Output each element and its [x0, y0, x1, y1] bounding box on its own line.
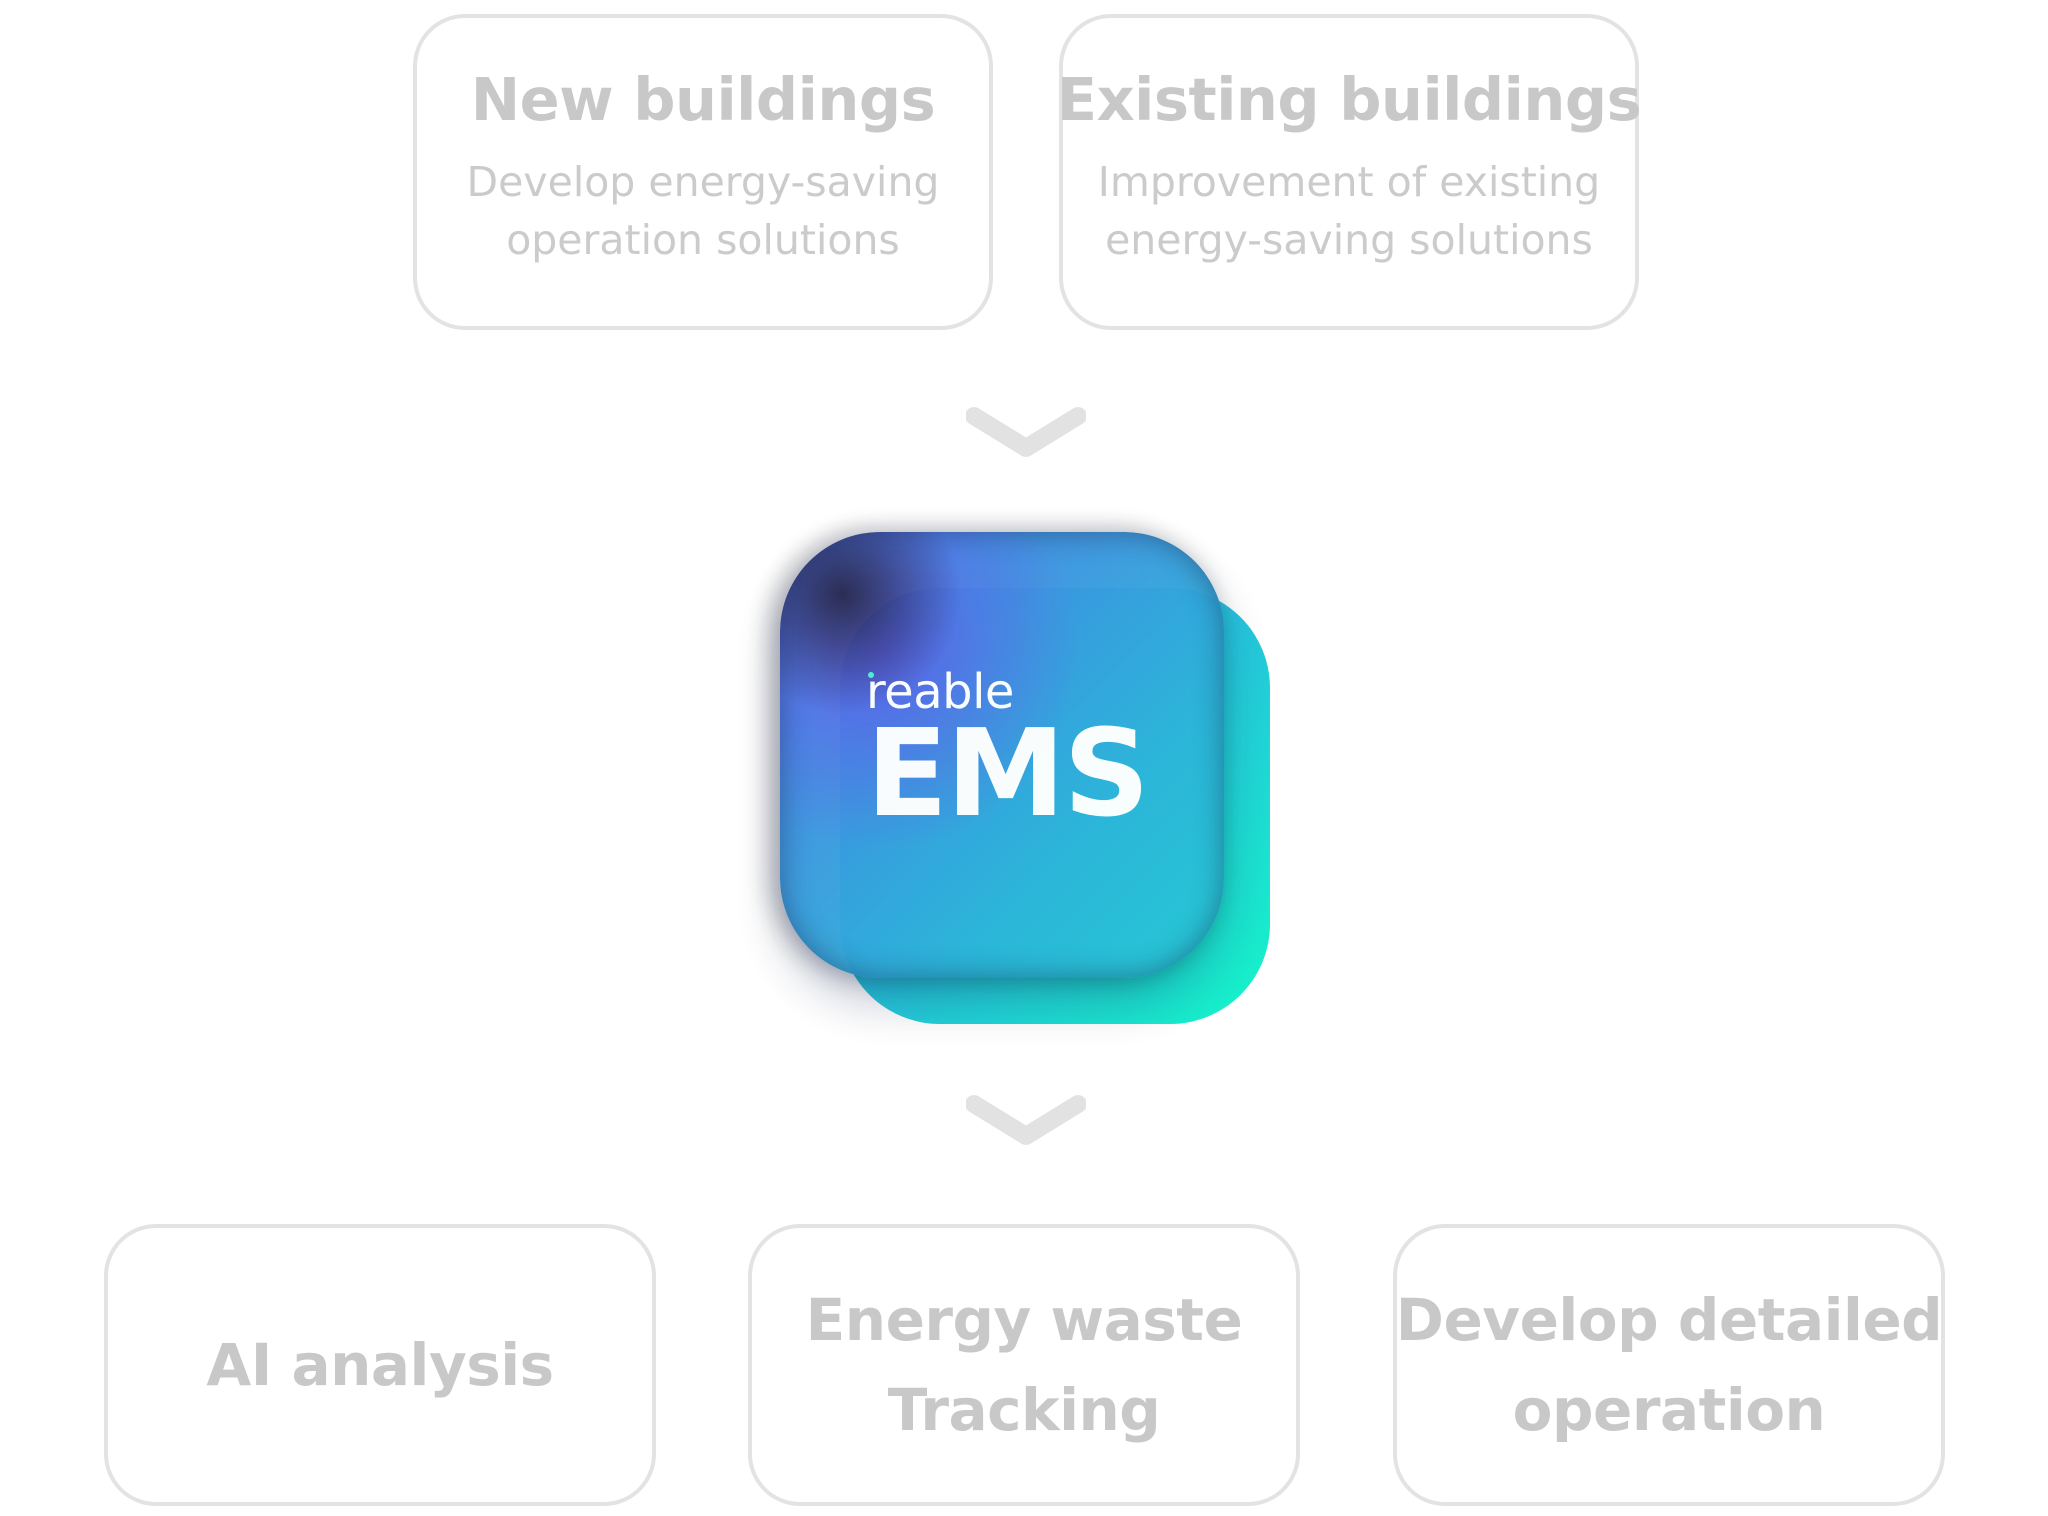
existing-buildings-description: Improvement of existing energy-saving so…: [1098, 153, 1600, 269]
new-buildings-title: New buildings: [470, 65, 936, 134]
logo-product-name: EMS: [866, 705, 1150, 844]
new-buildings-desc-line2: operation solutions: [506, 216, 900, 264]
reable-ems-logo: reable EMS: [780, 532, 1270, 1026]
ai-analysis-title: AI analysis: [206, 1331, 554, 1399]
new-buildings-desc-line1: Develop energy-saving: [466, 158, 940, 206]
existing-buildings-title: Existing buildings: [1056, 65, 1642, 134]
energy-waste-title-line2: Tracking: [887, 1376, 1161, 1444]
detailed-operation-title-line2: operation: [1512, 1376, 1826, 1444]
chevron-down-icon: [966, 407, 1086, 457]
detailed-operation-title-line1: Develop detailed: [1395, 1286, 1943, 1354]
logo-front-tile: reable EMS: [780, 532, 1224, 978]
existing-buildings-desc-line2: energy-saving solutions: [1105, 216, 1593, 264]
ai-analysis-card: AI analysis: [104, 1224, 656, 1506]
develop-detailed-operation-card: Develop detailed operation: [1393, 1224, 1945, 1506]
logo-brand-wordmark: reable: [866, 666, 1148, 718]
logo-brand-dot: [868, 672, 874, 678]
logo-text: reable EMS: [866, 666, 1150, 844]
energy-waste-title-line1: Energy waste: [805, 1286, 1243, 1354]
existing-buildings-card: Existing buildings Improvement of existi…: [1056, 14, 1642, 330]
new-buildings-card: New buildings Develop energy-saving oper…: [413, 14, 993, 330]
logo-brand-text: reable: [866, 664, 1014, 720]
new-buildings-description: Develop energy-saving operation solution…: [467, 153, 940, 269]
chevron-down-icon: [966, 1095, 1086, 1145]
existing-buildings-desc-line1: Improvement of existing: [1097, 158, 1601, 206]
energy-waste-tracking-card: Energy waste Tracking: [748, 1224, 1300, 1506]
